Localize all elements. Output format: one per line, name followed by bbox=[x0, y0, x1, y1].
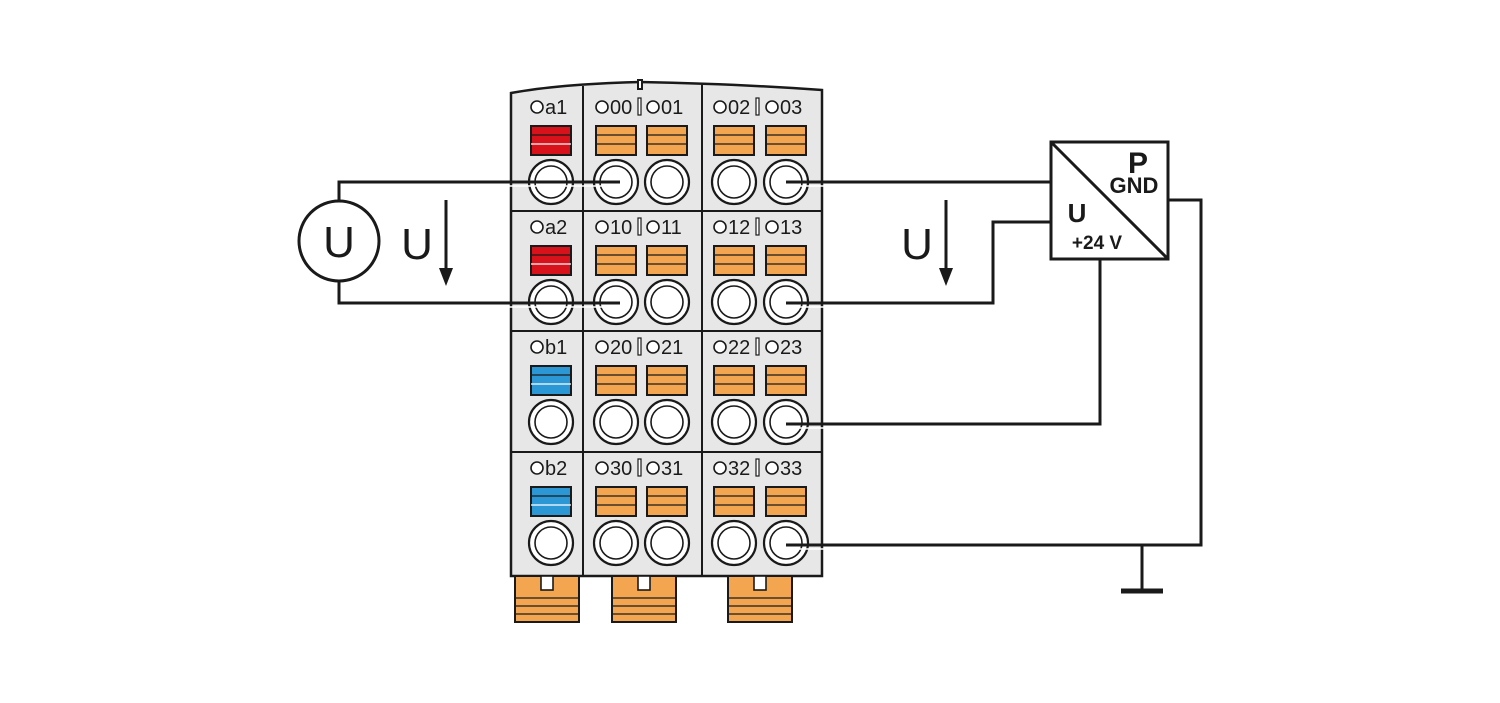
terminal-marker-circle bbox=[765, 220, 779, 234]
right-circuit: U P GND U +24 V bbox=[786, 140, 1203, 594]
release-button[interactable] bbox=[713, 125, 755, 156]
bridge-slot bbox=[637, 337, 642, 356]
release-button[interactable] bbox=[765, 365, 807, 396]
terminal-marker-circle bbox=[595, 340, 609, 354]
release-button[interactable] bbox=[595, 245, 637, 276]
release-button[interactable] bbox=[595, 486, 637, 517]
terminal-label: 23 bbox=[780, 337, 802, 359]
terminal-label: 10 bbox=[610, 217, 632, 239]
ground-symbol bbox=[1121, 545, 1163, 594]
terminal-marker-circle bbox=[713, 100, 727, 114]
terminal-marker-circle bbox=[595, 220, 609, 234]
release-button[interactable] bbox=[595, 125, 637, 156]
bridge-slot bbox=[755, 217, 760, 236]
terminal-label: b2 bbox=[545, 458, 567, 480]
terminal-marker-circle bbox=[646, 100, 660, 114]
terminal-marker-circle bbox=[530, 340, 544, 354]
terminal-label: 12 bbox=[728, 217, 750, 239]
release-button-blue[interactable] bbox=[530, 365, 572, 396]
bridge-slot bbox=[637, 458, 642, 477]
terminal-marker-circle bbox=[713, 220, 727, 234]
terminal-marker-circle bbox=[595, 461, 609, 475]
release-button[interactable] bbox=[765, 486, 807, 517]
terminal-label: 31 bbox=[661, 458, 683, 480]
terminal-label: a2 bbox=[545, 217, 567, 239]
terminal-label: 02 bbox=[728, 97, 750, 119]
terminal-label: 01 bbox=[661, 97, 683, 119]
psu-label-p: P bbox=[1128, 147, 1148, 180]
terminal-marker-circle bbox=[530, 100, 544, 114]
release-button[interactable] bbox=[765, 125, 807, 156]
right-voltage-arrow bbox=[939, 200, 953, 286]
psu-label-24v: +24 V bbox=[1072, 233, 1123, 254]
connector-plug[interactable] bbox=[514, 575, 580, 623]
terminal-row: a2 10 11 12 13 bbox=[527, 217, 810, 326]
release-button[interactable] bbox=[765, 245, 807, 276]
wire-33-to-ground bbox=[786, 198, 1203, 547]
terminal-marker-circle bbox=[595, 100, 609, 114]
psu-label-gnd: GND bbox=[1110, 173, 1159, 198]
release-button[interactable] bbox=[713, 365, 755, 396]
bridge-slot bbox=[755, 458, 760, 477]
terminal-row: b2 30 31 32 33 bbox=[527, 458, 810, 567]
terminal-marker-circle bbox=[713, 461, 727, 475]
release-button[interactable] bbox=[713, 245, 755, 276]
bottom-connector-plugs bbox=[514, 575, 793, 623]
wire-23-to-psu-24v bbox=[786, 259, 1102, 426]
terminal-label: 13 bbox=[780, 217, 802, 239]
voltage-source-label: U bbox=[323, 218, 355, 267]
release-button-red[interactable] bbox=[530, 125, 572, 156]
terminal-marker-circle bbox=[765, 100, 779, 114]
release-button-blue[interactable] bbox=[530, 486, 572, 517]
terminal-label: 33 bbox=[780, 458, 802, 480]
terminal-marker-circle bbox=[530, 461, 544, 475]
terminal-label: 20 bbox=[610, 337, 632, 359]
left-voltage-arrow bbox=[439, 200, 453, 286]
wire-13-to-psu-u bbox=[786, 220, 1051, 305]
terminal-marker-circle bbox=[765, 461, 779, 475]
terminal-label: 32 bbox=[728, 458, 750, 480]
terminal-rows: a1 00 01 02 03 a2 10 11 12 13 b1 20 21 22 23 b2 30 31 32 33 bbox=[527, 97, 810, 567]
connector-plug[interactable] bbox=[611, 575, 677, 623]
left-voltage-label: U bbox=[401, 220, 433, 269]
terminal-label: 03 bbox=[780, 97, 802, 119]
psu-label-u: U bbox=[1068, 198, 1087, 228]
terminal-label: b1 bbox=[545, 337, 567, 359]
release-button-red[interactable] bbox=[530, 245, 572, 276]
bridge-slot bbox=[755, 337, 760, 356]
release-button[interactable] bbox=[595, 365, 637, 396]
terminal-marker-circle bbox=[530, 220, 544, 234]
terminal-label: 00 bbox=[610, 97, 632, 119]
terminal-label: 30 bbox=[610, 458, 632, 480]
terminal-label: a1 bbox=[545, 97, 567, 119]
right-voltage-label: U bbox=[901, 220, 933, 269]
bridge-slot bbox=[637, 217, 642, 236]
bridge-slot bbox=[637, 97, 642, 116]
release-button[interactable] bbox=[646, 125, 688, 156]
voltage-source-symbol bbox=[297, 199, 381, 283]
release-button[interactable] bbox=[646, 245, 688, 276]
terminal-label: 22 bbox=[728, 337, 750, 359]
terminal-label: 11 bbox=[661, 217, 682, 239]
power-supply-unit: P GND U +24 V bbox=[1049, 140, 1170, 261]
terminal-marker-circle bbox=[646, 340, 660, 354]
release-button[interactable] bbox=[646, 365, 688, 396]
left-circuit: U U bbox=[297, 180, 620, 308]
terminal-label: 21 bbox=[661, 337, 683, 359]
release-button[interactable] bbox=[713, 486, 755, 517]
terminal-marker-circle bbox=[765, 340, 779, 354]
release-button[interactable] bbox=[646, 486, 688, 517]
module-dividers bbox=[511, 79, 822, 576]
connector-plug[interactable] bbox=[727, 575, 793, 623]
terminal-marker-circle bbox=[713, 340, 727, 354]
bridge-slot bbox=[755, 97, 760, 116]
terminal-row: b1 20 21 22 23 bbox=[527, 337, 810, 446]
terminal-marker-circle bbox=[646, 220, 660, 234]
terminal-marker-circle bbox=[646, 461, 660, 475]
